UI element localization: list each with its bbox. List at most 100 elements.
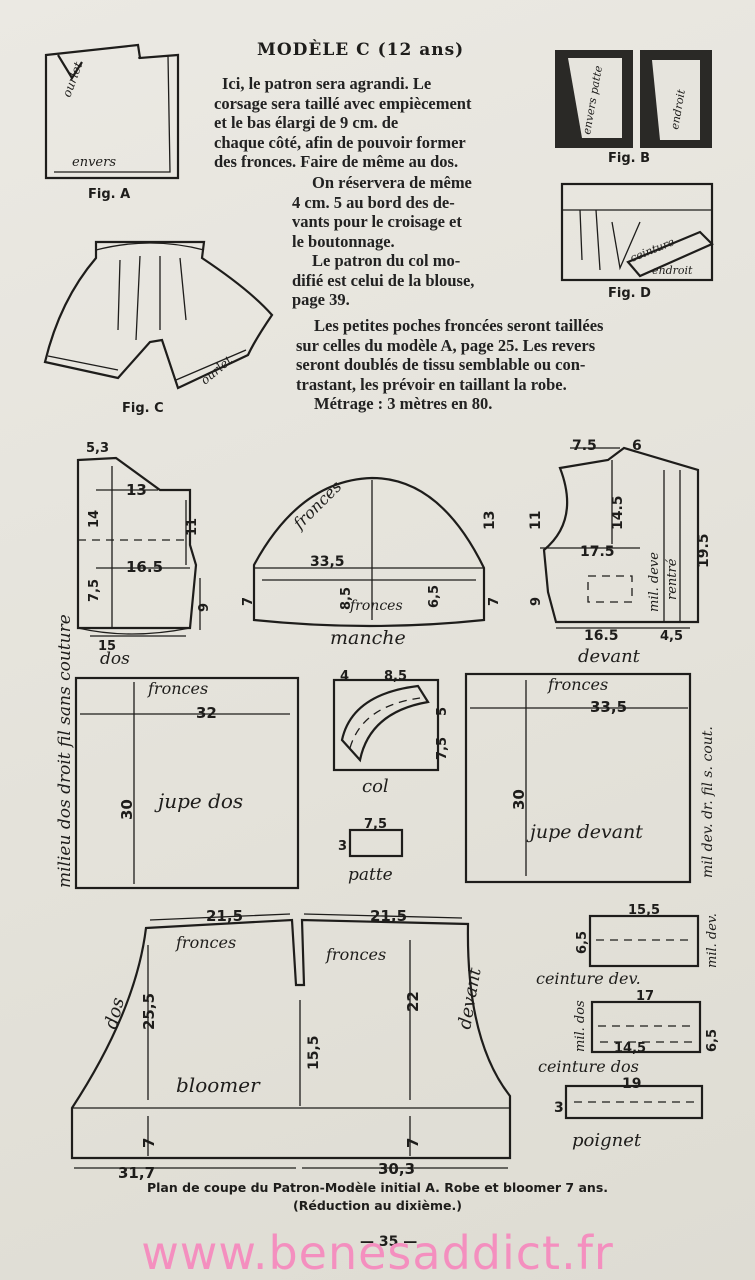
dim-dos-8: 15 [98, 639, 116, 654]
dos-label: dos [100, 649, 130, 669]
dim-jupe-devant-2: 30 [510, 789, 528, 810]
pockets-paragraph: Les petites poches froncées seront taill… [296, 316, 736, 414]
ceinture-text-d: ceinture [628, 235, 676, 265]
ceinture-dos-mil: mil. dos [573, 1000, 588, 1052]
dim-poignet-2: 3 [554, 1100, 564, 1116]
pattern-jupe-devant: fronces 33,5 30 jupe devant mil dev. dr.… [464, 672, 716, 884]
pattern-manche: fronces fronces 33,5 13 8,5 6,5 7 7 manc… [241, 477, 502, 649]
dim-jupe-devant-1: 33,5 [590, 698, 627, 716]
pattern-jupe-dos: fronces 32 30 jupe dos [74, 676, 300, 890]
ceinture-dev-mil: mil. dev. [705, 913, 720, 968]
page-number: — 35 — [360, 1234, 418, 1250]
fil-devant-text: mil dev. dr. fil s. cout. [700, 726, 716, 878]
dim-bloomer-9: 30,3 [378, 1160, 415, 1178]
pattern-bloomer: 21,5 21,5 25,5 15,5 22 7 7 31,7 30,3 fro… [70, 907, 512, 1182]
fig-c-illustration: ourlet [43, 240, 274, 390]
dim-bloomer-7: 7 [404, 1138, 422, 1148]
dim-poignet-1: 19 [622, 1076, 641, 1092]
dim-bloomer-1: 21,5 [206, 907, 243, 925]
text-line: le boutonnage. [292, 231, 395, 251]
dim-bloomer-2: 21,5 [370, 907, 407, 925]
dim-bloomer-8: 31,7 [118, 1164, 155, 1182]
dim-devant-2: 6 [632, 438, 642, 454]
dim-patte-1: 7,5 [364, 817, 387, 832]
pattern-poignet: 19 3 poignet [554, 1076, 704, 1151]
bloomer-label: bloomer [176, 1073, 261, 1097]
dim-devant-9: 4,5 [660, 629, 683, 644]
dim-dos-6: 7,5 [87, 579, 102, 602]
dim-devant-4: 14.5 [610, 495, 626, 530]
envers-text: envers [72, 155, 116, 170]
jupe-dos-fronces: fronces [147, 679, 208, 698]
dim-col-2: 8,5 [384, 669, 407, 684]
jupe-devant-fronces: fronces [547, 675, 608, 694]
fig-d-illustration: ceinture endroit [560, 182, 714, 282]
dim-patte-2: 3 [338, 839, 347, 854]
reduction-caption: (Réduction au dixième.) [293, 1198, 462, 1213]
dim-col-4: 7,5 [435, 737, 450, 760]
manche-fronces-top: fronces [289, 477, 346, 534]
text-line: vants pour le croisage et [292, 212, 462, 231]
dim-devant-1: 7.5 [572, 438, 597, 454]
dim-dos-4: 16.5 [126, 558, 163, 576]
watermark-url: www.benesaddict.fr [141, 1226, 614, 1280]
dim-dos-7: 9 [197, 603, 212, 612]
dim-ceinture-dos-2: 14,5 [614, 1041, 646, 1056]
reserve-paragraph: On réservera de même 4 cm. 5 au bord des… [292, 173, 542, 310]
dim-bloomer-5: 22 [404, 991, 422, 1012]
dim-dos-2: 13 [126, 481, 147, 499]
text-line: sur celles du modèle A, page 25. Les rev… [296, 335, 596, 355]
text-line: chaque côté, afin de pouvoir former [214, 132, 466, 152]
fig-a-label: Fig. A [88, 187, 131, 202]
dim-manche-2: 13 [482, 511, 498, 530]
text-line: corsage sera taillé avec empiècement [214, 93, 472, 113]
text-line: des fronces. Faire de même au dos. [214, 152, 459, 171]
dim-devant-8: 16.5 [584, 628, 619, 644]
dim-devant-6: 19.5 [696, 533, 712, 568]
ourlet-text-c: ourlet [198, 353, 235, 387]
pattern-devant: 7.5 6 11 14.5 17.5 19.5 9 16.5 4,5 mil. … [528, 438, 712, 667]
text-line: seront doublés de tissu semblable ou con… [296, 355, 586, 374]
plan-caption: Plan de coupe du Patron-Modèle initial A… [146, 1180, 609, 1195]
manche-label: manche [330, 627, 406, 649]
dim-ceinture-dos-1: 17 [636, 989, 654, 1004]
dim-bloomer-4: 15,5 [306, 1035, 322, 1070]
jupe-devant-label: jupe devant [526, 821, 643, 843]
dim-bloomer-3: 25,5 [140, 993, 158, 1030]
pattern-ceinture-dos: 17 14,5 6,5 mil. dos ceinture dos [538, 989, 720, 1076]
fig-a-illustration: envers ourlet [44, 43, 180, 180]
text-line: difié est celui de la blouse, [292, 270, 475, 290]
intro-paragraph: Ici, le patron sera agrandi. Le corsage … [214, 74, 544, 172]
ceinture-dev-label: ceinture dev. [536, 969, 641, 988]
dim-dos-3: 14 [87, 510, 102, 528]
text-line: Le patron du col mo- [312, 251, 461, 270]
dim-manche-6: 7 [487, 597, 502, 606]
text-line: 4 cm. 5 au bord des de- [292, 192, 455, 212]
pattern-ceinture-dev: 15,5 6,5 mil. dev. ceinture dev. [536, 903, 720, 988]
text-line: Ici, le patron sera agrandi. Le [222, 74, 432, 93]
text-line: page 39. [292, 290, 350, 309]
devant-rentre-text: rentré [665, 558, 680, 600]
pattern-patte: 7,5 3 patte [338, 817, 404, 885]
dim-devant-7: 9 [529, 597, 544, 606]
fig-d-label: Fig. D [608, 286, 651, 301]
ceinture-dos-label: ceinture dos [538, 1057, 639, 1076]
col-label: col [362, 776, 389, 797]
bloomer-dos-text: dos [101, 995, 129, 1031]
text-line: On réservera de même [312, 173, 472, 192]
text-line: trastant, les prévoir en taillant la rob… [296, 374, 567, 394]
endroit-text-d: endroit [652, 264, 693, 277]
dim-bloomer-6: 7 [140, 1138, 158, 1148]
poignet-label: poignet [572, 1130, 642, 1151]
dim-manche-4: 6,5 [427, 585, 442, 608]
devant-label: devant [578, 646, 641, 667]
dim-dos-5: 11 [185, 518, 200, 536]
model-title: MODÈLE C (12 ans) [257, 40, 465, 60]
dim-devant-5: 17.5 [580, 544, 615, 560]
fil-dos-text: milieu dos droit fil sans couture [55, 614, 75, 888]
dim-ceinture-dev-1: 15,5 [628, 903, 660, 918]
dim-manche-3: 8,5 [339, 587, 354, 610]
devant-milieu-text: mil. deve [647, 552, 662, 612]
dim-manche-1: 33,5 [310, 554, 345, 570]
